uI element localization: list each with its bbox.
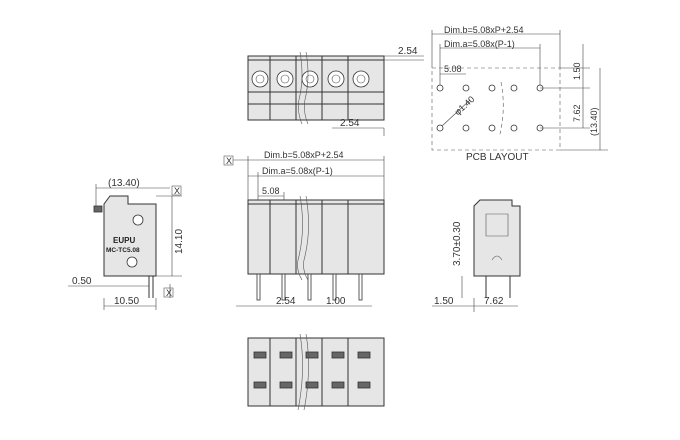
pcb-layout: Dim.b=5.08xP+2.54 Dim.a=5.08x(P-1) 5.08 … — [431, 25, 608, 163]
top-view-width-dim: 2.54 — [398, 46, 418, 57]
datum-label: X — [226, 156, 232, 166]
screw-opening — [327, 70, 345, 88]
pin-hole — [126, 256, 138, 268]
pcb-overall: (13.40) — [589, 107, 599, 136]
bottom-view-body — [247, 337, 385, 407]
datum-box — [171, 185, 182, 196]
front-dim-b: Dim.b=5.08xP+2.54 — [264, 150, 344, 160]
pcb-hole — [436, 124, 444, 132]
right-pin-dim: 3.70±0.30 — [452, 221, 463, 266]
pcb-hole — [436, 84, 444, 92]
bottom-view — [247, 333, 385, 411]
side-width: 10.50 — [114, 296, 139, 307]
pcb-hole — [488, 124, 496, 132]
top-view: 2.54 2.54 — [247, 46, 424, 136]
front-view-body — [247, 199, 385, 275]
model-label: MC-TC5.08 — [106, 247, 140, 254]
pcb-hole — [462, 124, 470, 132]
right-view: 3.70±0.30 1.50 7.62 — [432, 199, 521, 312]
front-pin — [281, 273, 286, 301]
screw-opening — [251, 70, 269, 88]
brand-label: EUPU — [113, 236, 135, 245]
front-pin-spacing: 2.54 — [276, 296, 296, 307]
pcb-layout-title: PCB LAYOUT — [466, 152, 529, 163]
pcb-hole — [488, 84, 496, 92]
front-pin-width: 1.00 — [326, 296, 346, 307]
front-pin — [307, 273, 312, 301]
right-row: 7.62 — [484, 296, 504, 307]
screw-opening — [276, 70, 294, 88]
pcb-dim-a: Dim.a=5.08x(P-1) — [444, 39, 515, 49]
screw-opening — [301, 70, 319, 88]
pcb-row-spacing: 7.62 — [572, 104, 582, 122]
front-view: X Dim.b=5.08xP+2.54 Dim.a=5.08x(P-1) 5.0… — [223, 150, 385, 307]
front-pitch: 5.08 — [262, 186, 280, 196]
pcb-hole-diameter: φ1.40 — [452, 94, 476, 117]
pcb-hole — [510, 84, 518, 92]
right-offset: 1.50 — [434, 296, 454, 307]
wire-entry — [93, 205, 103, 213]
front-pin — [332, 273, 337, 301]
pcb-hole — [462, 84, 470, 92]
pcb-pitch: 5.08 — [444, 64, 462, 74]
pcb-hole — [510, 124, 518, 132]
pcb-top-offset: 1.50 — [572, 62, 582, 80]
front-pin — [358, 273, 363, 301]
screw-head — [132, 214, 144, 226]
side-height: 14.10 — [174, 229, 185, 254]
top-view-body — [247, 55, 385, 121]
datum-box — [223, 155, 234, 166]
side-height-paren: (13.40) — [108, 178, 140, 189]
top-view-bottom-dim: 2.54 — [340, 118, 360, 129]
front-pin — [256, 273, 261, 301]
pcb-dim-b: Dim.b=5.08xP+2.54 — [444, 25, 524, 35]
pcb-outline — [431, 67, 561, 151]
datum-box — [163, 287, 174, 298]
right-view-body — [473, 199, 521, 277]
datum-label: X — [174, 186, 180, 196]
datum-label: X — [166, 288, 172, 298]
side-view-body — [103, 195, 157, 277]
side-pin-offset: 0.50 — [72, 276, 92, 287]
front-dim-a: Dim.a=5.08x(P-1) — [262, 166, 333, 176]
screw-opening — [352, 70, 370, 88]
side-view: EUPU MC-TC5.08 X X (13.40) 14.10 0.50 10… — [68, 178, 185, 310]
